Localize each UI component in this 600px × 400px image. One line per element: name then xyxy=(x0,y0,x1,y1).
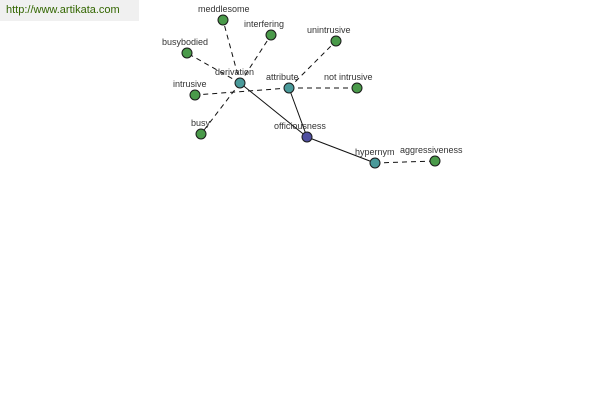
label-attribute[interactable]: attribute xyxy=(266,72,299,82)
edge-center-hypernym xyxy=(306,136,376,164)
graph-nodes xyxy=(181,14,441,169)
edge-derivation-interfering xyxy=(239,34,272,84)
node-derivation[interactable] xyxy=(234,77,246,89)
node-meddlesome[interactable] xyxy=(217,14,229,26)
node-intrusive[interactable] xyxy=(189,89,201,101)
edge-center-attribute xyxy=(288,87,308,138)
edge-derivation-busy xyxy=(200,82,241,135)
edge-center-derivation xyxy=(239,82,308,138)
label-intrusive[interactable]: intrusive xyxy=(173,79,207,89)
edge-derivation-meddlesome xyxy=(222,19,241,84)
node-busybodied[interactable] xyxy=(181,47,193,59)
graph-edges xyxy=(186,19,436,164)
label-hypernym[interactable]: hypernym xyxy=(355,147,395,157)
label-not-intrusive[interactable]: not intrusive xyxy=(324,72,373,82)
label-aggressiveness[interactable]: aggressiveness xyxy=(400,145,463,155)
label-unintrusive[interactable]: unintrusive xyxy=(307,25,351,35)
edge-attribute-unintrusive xyxy=(288,40,337,89)
label-interfering[interactable]: interfering xyxy=(244,19,284,29)
edge-hypernym-aggressiveness xyxy=(374,160,436,164)
label-officiousness[interactable]: officiousness xyxy=(274,121,326,131)
node-not-intrusive[interactable] xyxy=(351,82,363,94)
edge-derivation-busybodied xyxy=(186,52,241,84)
site-url-link[interactable]: http://www.artikata.com xyxy=(0,0,139,21)
node-busy[interactable] xyxy=(195,128,207,140)
label-busybodied[interactable]: busybodied xyxy=(162,37,208,47)
node-attribute[interactable] xyxy=(283,82,295,94)
node-hypernym[interactable] xyxy=(369,157,381,169)
label-derivation[interactable]: derivation xyxy=(215,67,254,77)
edge-attribute-intrusive xyxy=(194,87,290,96)
node-officiousness[interactable] xyxy=(301,131,313,143)
node-unintrusive[interactable] xyxy=(330,35,342,47)
label-meddlesome[interactable]: meddlesome xyxy=(198,4,250,14)
node-aggressiveness[interactable] xyxy=(429,155,441,167)
label-busy[interactable]: busy xyxy=(191,118,211,128)
graph-labels: officiousness derivation attribute hypernym… xyxy=(162,4,463,157)
node-interfering[interactable] xyxy=(265,29,277,41)
